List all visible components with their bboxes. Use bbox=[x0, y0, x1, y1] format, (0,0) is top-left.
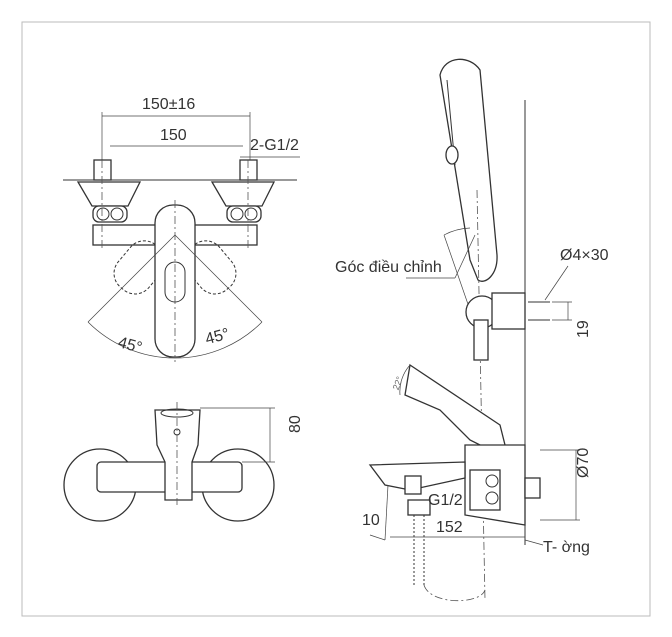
drawing-frame bbox=[21, 21, 651, 617]
dim-depth: 152 bbox=[436, 519, 463, 536]
lever-angle-label: 22° bbox=[391, 375, 405, 392]
side-view: Góc điều chỉnh Ø4×30 19 22° Ø70 G1/2 10 bbox=[335, 58, 609, 602]
adjust-angle-label: Góc điều chỉnh bbox=[335, 259, 442, 276]
flange-diameter-label: Ø70 bbox=[575, 448, 592, 478]
dim-width: 150 bbox=[160, 127, 187, 144]
spout-offset-label: 10 bbox=[362, 512, 380, 529]
front-view: 80 bbox=[63, 402, 304, 522]
dim-width-range: 150±16 bbox=[142, 96, 195, 113]
wall-label: T- ờng bbox=[543, 539, 590, 556]
screw-label: Ø4×30 bbox=[560, 247, 609, 264]
dim-height: 80 bbox=[287, 415, 304, 433]
angle-right-label: 45° bbox=[204, 326, 232, 349]
inlet-thread-label: 2-G1/2 bbox=[250, 137, 299, 154]
outlet-thread-label: G1/2 bbox=[428, 492, 463, 509]
dim-screw-spacing: 19 bbox=[575, 320, 592, 338]
angle-left-label: 45° bbox=[116, 334, 144, 357]
top-view: 150±16 150 2-G1/2 45° 45° bbox=[63, 96, 300, 362]
